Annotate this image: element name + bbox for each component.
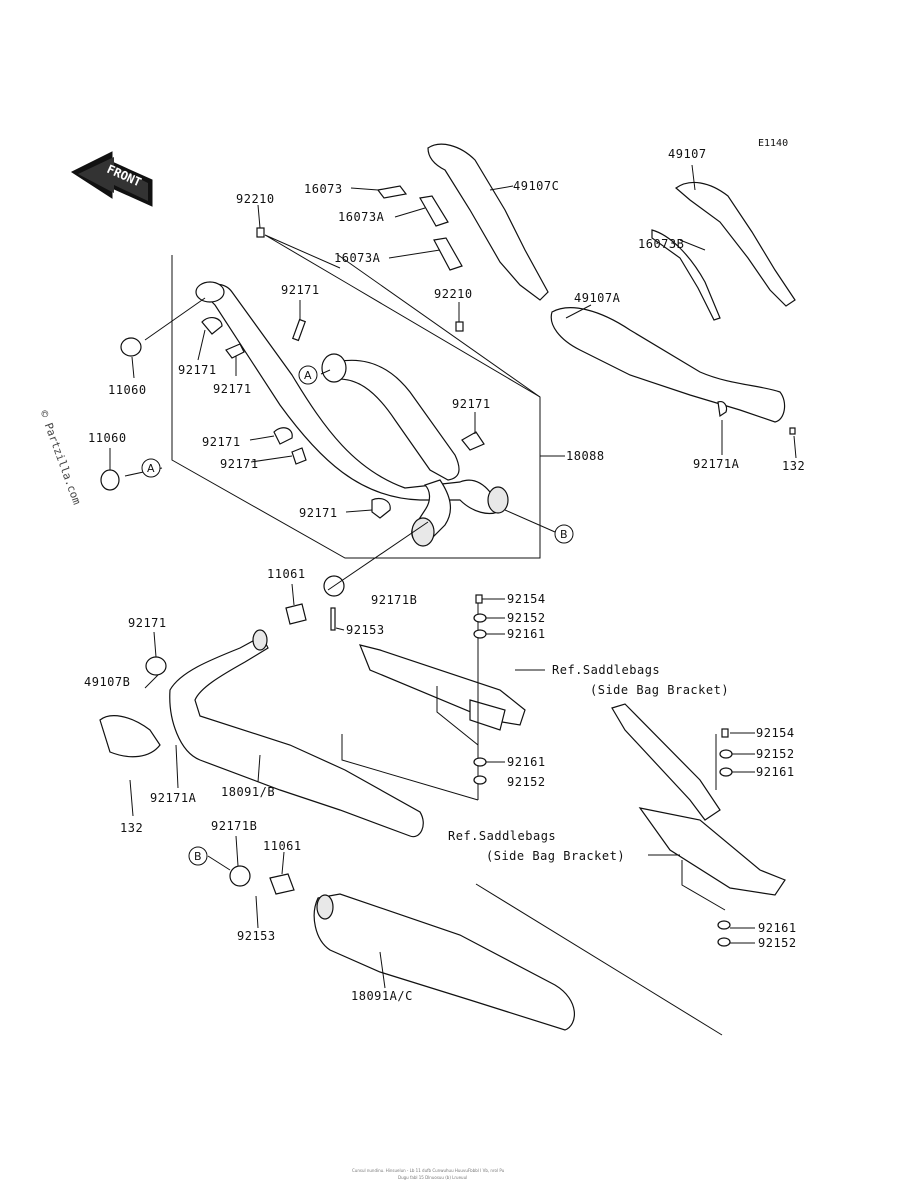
part-label: 92171 bbox=[213, 382, 252, 396]
muffler-18091b bbox=[99, 629, 424, 838]
front-arrow-icon: FRONT bbox=[70, 151, 153, 207]
part-label: 11060 bbox=[108, 383, 147, 397]
part-label: 92210 bbox=[434, 287, 473, 301]
part-label: 92154 bbox=[756, 726, 795, 740]
heat-shield-49107 bbox=[675, 181, 796, 307]
callout-b-right: B bbox=[554, 524, 574, 544]
washers bbox=[473, 594, 733, 947]
svg-text:A: A bbox=[147, 462, 155, 475]
svg-text:Cunsul nundinu. Hinsuelun - Lb: Cunsul nundinu. Hinsuelun - Lb 11 dufb C… bbox=[352, 1168, 505, 1173]
svg-text:Dugu fabl 15 Dlnuosuu (b) Lrue: Dugu fabl 15 Dlnuosuu (b) Lrueuul bbox=[398, 1175, 467, 1180]
part-label: 92152 bbox=[756, 747, 795, 761]
part-label: 132 bbox=[120, 821, 143, 835]
part-label: 92171 bbox=[452, 397, 491, 411]
reference-notes: Ref.Saddlebags (Side Bag Bracket) Ref.Sa… bbox=[448, 663, 729, 863]
part-label: 92161 bbox=[756, 765, 795, 779]
part-label: 49107C bbox=[513, 179, 559, 193]
part-label: 11060 bbox=[88, 431, 127, 445]
part-label: 92171 bbox=[202, 435, 241, 449]
footer-fineprint: Cunsul nundinu. Hinsuelun - Lb 11 dufb C… bbox=[352, 1168, 505, 1180]
bracket-right-lower bbox=[611, 703, 786, 896]
part-label: 92153 bbox=[346, 623, 385, 637]
svg-text:A: A bbox=[304, 369, 312, 382]
part-label: 92171 bbox=[178, 363, 217, 377]
part-label: 11061 bbox=[267, 567, 306, 581]
part-label: 92171 bbox=[281, 283, 320, 297]
heat-shield-49107c bbox=[427, 143, 549, 301]
svg-text:B: B bbox=[560, 528, 568, 541]
part-label: 92152 bbox=[507, 611, 546, 625]
ref-note-lower-line1: Ref.Saddlebags bbox=[448, 829, 556, 843]
callout-b-lower: B bbox=[188, 846, 208, 866]
part-label: 16073A bbox=[334, 251, 381, 265]
bracket-right-upper bbox=[359, 644, 526, 731]
part-label: 16073B bbox=[638, 237, 684, 251]
part-label: 92152 bbox=[507, 775, 546, 789]
part-label: 92161 bbox=[507, 627, 546, 641]
part-label: 92171B bbox=[371, 593, 417, 607]
heat-shield-16073b bbox=[651, 229, 721, 321]
part-label: 18088 bbox=[566, 449, 605, 463]
part-label: 92154 bbox=[507, 592, 546, 606]
part-label: 49107 bbox=[668, 147, 707, 161]
assembly-bracket-lines bbox=[171, 234, 565, 559]
ref-note-lower-line2: (Side Bag Bracket) bbox=[486, 849, 625, 863]
part-label: 92171A bbox=[150, 791, 197, 805]
part-label: 92171 bbox=[220, 457, 259, 471]
part-label: 92152 bbox=[758, 936, 797, 950]
muffler-18091ac bbox=[229, 865, 576, 1031]
heat-shield-49107a bbox=[550, 307, 786, 423]
guide-lines bbox=[327, 521, 726, 1036]
svg-text:B: B bbox=[194, 850, 202, 863]
part-label: 92161 bbox=[507, 755, 546, 769]
insulator-parts bbox=[376, 185, 463, 271]
part-label: 49107B bbox=[84, 675, 130, 689]
front-header-pipe bbox=[195, 281, 509, 547]
part-label: 92210 bbox=[236, 192, 275, 206]
part-label: 16073 bbox=[304, 182, 343, 196]
ref-note-upper-line2: (Side Bag Bracket) bbox=[590, 683, 729, 697]
part-label: 11061 bbox=[263, 839, 302, 853]
part-label: 16073A bbox=[338, 210, 385, 224]
part-label: 92161 bbox=[758, 921, 797, 935]
part-label: 92153 bbox=[237, 929, 276, 943]
part-labels: 49107 16073 49107C 92210 16073A 16073A 1… bbox=[84, 147, 805, 1003]
diagram-code: E1140 bbox=[758, 138, 788, 149]
part-label: 132 bbox=[782, 459, 805, 473]
part-label: 92171 bbox=[299, 506, 338, 520]
part-label: 18091A/C bbox=[351, 989, 413, 1003]
part-label: 92171B bbox=[211, 819, 257, 833]
part-label: 18091/B bbox=[221, 785, 275, 799]
callout-a-left: A bbox=[141, 458, 161, 478]
hardware-top bbox=[100, 227, 796, 519]
part-label: 92171 bbox=[128, 616, 167, 630]
callout-a-upper: A bbox=[298, 365, 318, 385]
part-label: 49107A bbox=[574, 291, 621, 305]
ref-note-upper-line1: Ref.Saddlebags bbox=[552, 663, 660, 677]
watermark: © Partzilla.com bbox=[37, 409, 83, 507]
part-label: 92171A bbox=[693, 457, 740, 471]
